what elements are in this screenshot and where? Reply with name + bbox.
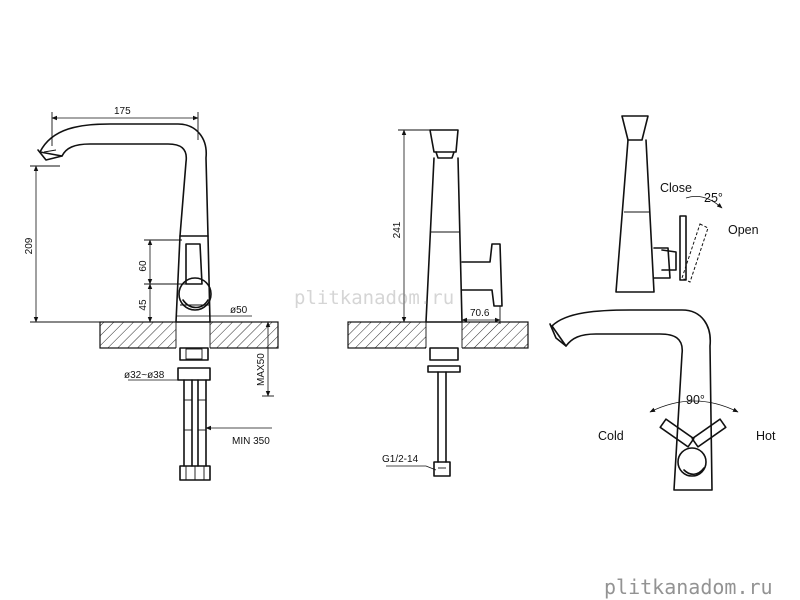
label-hot: Hot [756, 429, 776, 443]
label-open: Open [728, 223, 759, 237]
side-lever [461, 243, 503, 307]
watermark-bottom: plitkanadom.ru [604, 575, 773, 599]
dim-hole-diameter: ø32~ø38 [124, 370, 165, 381]
dim-connection: G1/2-14 [382, 454, 419, 465]
label-angle-vertical: 25° [704, 191, 723, 205]
front-lower-body [175, 235, 211, 323]
dim-hose-length: MIN 350 [232, 436, 270, 447]
label-close: Close [660, 181, 692, 195]
dim-max-thickness: MAX50 [256, 353, 267, 386]
side-top-cap [429, 129, 459, 153]
front-spout-body [39, 123, 209, 237]
dim-side-height: 241 [392, 221, 403, 238]
side-body [425, 157, 463, 323]
tilt-view: Close 25° Open [615, 115, 759, 293]
dim-total-height: 209 [24, 237, 35, 254]
rotation-view: 90° Cold Hot [549, 309, 776, 491]
dim-handle-offset: 70.6 [470, 308, 490, 319]
watermark-center: plitkanadom.ru [294, 287, 454, 309]
dim-spout-reach: 175 [114, 106, 131, 117]
side-view: 241 70.6 G1/2-14 [347, 129, 529, 477]
dim-base-diameter: ø50 [230, 305, 248, 316]
dim-handle-height: 60 [138, 260, 149, 272]
dim-base-height: 45 [138, 299, 149, 311]
front-handle [185, 243, 203, 285]
label-angle-horizontal: 90° [686, 393, 705, 407]
front-view: 175 209 60 45 ø50 ø32~ø38 MAX50 MIN 350 [24, 106, 279, 481]
label-cold: Cold [598, 429, 624, 443]
